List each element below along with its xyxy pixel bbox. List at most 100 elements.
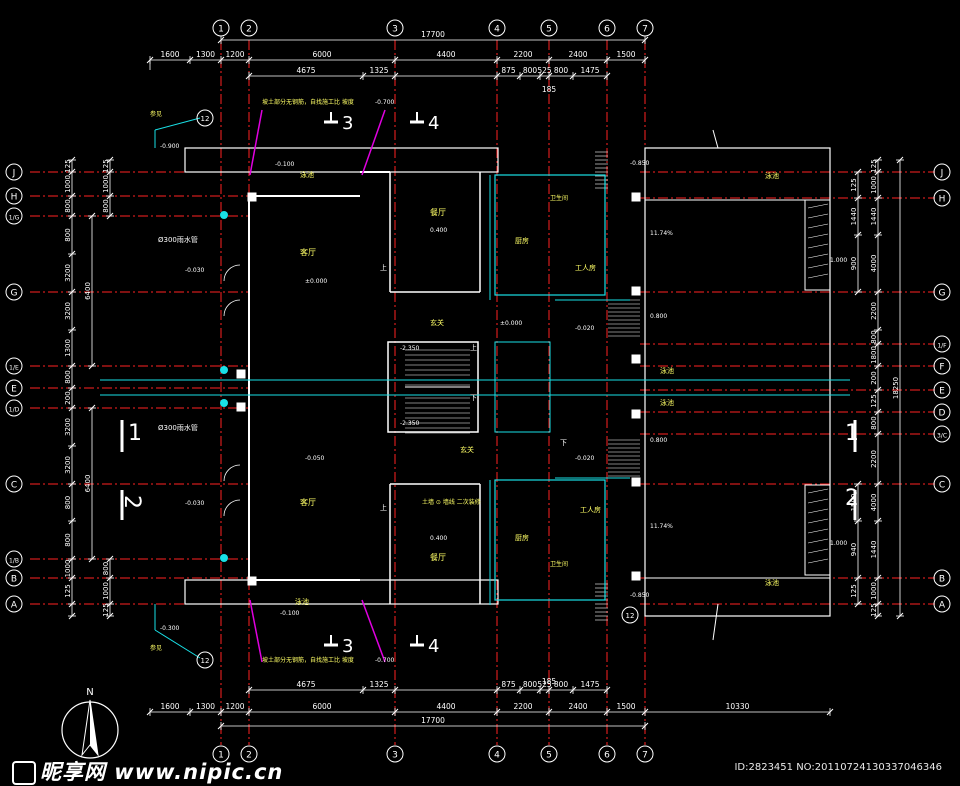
dim-right-inner-bottom-value: 940 xyxy=(850,543,858,556)
watermark-logo-icon xyxy=(12,761,36,785)
level-pool-top: -0.100 xyxy=(275,161,295,168)
row-axis-left-1/D-circle xyxy=(5,399,23,417)
bath-cyan-bottom xyxy=(494,479,606,601)
dim-top-row3-value: 800 xyxy=(554,66,569,75)
room-pool-right-bottom: 泳池 xyxy=(765,578,779,587)
dim-right-outer-slash xyxy=(874,517,882,525)
col-axis-bottom-3-circle xyxy=(386,745,404,763)
row-axis-right-D: D xyxy=(939,409,946,419)
ramp-step xyxy=(807,233,829,239)
level-note-top: -0.700 xyxy=(375,99,395,106)
level-dining-top: 0.400 xyxy=(430,227,447,234)
pool-top-wall xyxy=(184,147,499,173)
column xyxy=(236,402,246,412)
room-pool-right-top: 泳池 xyxy=(765,171,779,180)
dim-right-outer-slash xyxy=(874,326,882,334)
rain-pipe-dot xyxy=(220,554,228,562)
dim-left-outer-slash xyxy=(68,480,76,488)
level-foyer: ±0.000 xyxy=(500,320,522,327)
detail-ref-circle xyxy=(196,651,214,669)
dim-top-row2-value: 1500 xyxy=(616,50,635,59)
dim-left-outer-slash xyxy=(68,600,76,608)
dim-left-inner-top-value: 125 xyxy=(102,159,110,172)
dim-top-row3-slash xyxy=(603,72,611,80)
dim-left-inner-bottom-value: 1000 xyxy=(102,582,110,600)
dim-right-outer-slash xyxy=(874,430,882,438)
dim-right-outer-value: 125 xyxy=(870,394,878,407)
level-pool-bottom: -0.100 xyxy=(280,610,300,617)
section-mark-2-left: 2 xyxy=(119,495,144,509)
dim-right-outer-value: 125 xyxy=(870,603,878,616)
section-mark-3-top: 3 xyxy=(342,113,353,134)
dim-top-row2-value: 2200 xyxy=(513,50,532,59)
dim-left-outer-value: 800 xyxy=(64,370,72,383)
row-axis-right-A-circle xyxy=(933,595,951,613)
dim-left-outer-value: 1300 xyxy=(64,339,72,357)
column xyxy=(631,192,641,202)
dim-left-outer-slash xyxy=(68,442,76,450)
level-dining-bottom: 0.400 xyxy=(430,535,447,542)
dim-bottom-row2-value: 10330 xyxy=(726,702,750,711)
section-mark-4-top: 4 xyxy=(428,113,439,134)
room-foyer-bottom: 玄关 xyxy=(460,445,474,454)
dim-bottom-row2-value: 6000 xyxy=(312,702,331,711)
dim-right-inner-bottom-slash xyxy=(854,600,862,608)
dim-top-row3-value: 800 xyxy=(523,66,538,75)
dim-bottom-row2-slash xyxy=(245,708,253,716)
ramp-step xyxy=(807,213,829,219)
dim-bottom-total-value: 17700 xyxy=(421,716,445,725)
dim-top-row3-slash xyxy=(545,72,553,80)
dim-left-mid-2-slash xyxy=(88,404,96,412)
dim-bottom-row2-value: 4400 xyxy=(436,702,455,711)
dim-right-outer-slash xyxy=(874,574,882,582)
section-mark-1-left: 1 xyxy=(128,421,142,446)
dim-right-outer-value: 800 xyxy=(870,416,878,429)
row-axis-left-C: C xyxy=(11,481,17,491)
col-axis-bottom-4-circle xyxy=(488,745,506,763)
row-axis-left-1/G: 1/G xyxy=(9,215,20,222)
row-axis-left-1/B-circle xyxy=(5,550,23,568)
room-bath-top: 卫生间 xyxy=(550,194,568,202)
row-axis-right-C: C xyxy=(939,481,945,491)
col-axis-bottom-6-circle xyxy=(598,745,616,763)
row-axis-left-A: A xyxy=(11,601,18,611)
dim-left-outer-value: 1000 xyxy=(64,560,72,578)
level-terrace-1: -0.030 xyxy=(185,267,205,274)
dim-right-outer-value: 1800 xyxy=(870,346,878,364)
col-axis-top-2-circle xyxy=(240,19,258,37)
dim-top-row2-value: 4400 xyxy=(436,50,455,59)
room-pool-bottom: 泳池 xyxy=(295,597,309,606)
axis-bubbles: 11223344556677JH1/GG1/EE1/DC1/BBAJHG1/FF… xyxy=(5,19,951,763)
dim-left-inner-bottom-slash xyxy=(106,612,114,620)
dim-right-outer-value: 1440 xyxy=(870,541,878,559)
magenta-slope xyxy=(361,599,386,663)
dim-left-inner-bottom-slash xyxy=(106,555,114,563)
row-axis-left-1/D: 1/D xyxy=(9,407,20,414)
dim-bottom-row1-slash xyxy=(493,686,501,694)
ramp-step xyxy=(807,538,829,544)
row-axis-left-B-circle xyxy=(5,569,23,587)
dim-right-outer-slash xyxy=(874,340,882,348)
row-axis-right-G-circle xyxy=(933,283,951,301)
col-axis-bottom-7: 7 xyxy=(642,751,648,761)
dim-bottom-row1-value: 4675 xyxy=(296,680,315,689)
dim-left-inner-top-slash xyxy=(106,192,114,200)
dim-top-row2-slash xyxy=(493,56,501,64)
room-foyer-top: 玄关 xyxy=(430,318,444,327)
room-dining-top: 餐厅 xyxy=(430,208,446,217)
dim-left-inner-bottom-value: 800 xyxy=(102,562,110,575)
dim-right-outer-value: 200 xyxy=(870,371,878,384)
dim-left-outer-slash xyxy=(68,517,76,525)
label-down-2: 下 xyxy=(470,394,477,402)
level-see-top: -0.900 xyxy=(160,143,180,150)
dim-top-row2-value: 1300 xyxy=(196,50,215,59)
rain-pipe-dot xyxy=(220,211,228,219)
level-see-bottom: -0.300 xyxy=(160,625,180,632)
dim-top-row2-slash xyxy=(603,56,611,64)
dim-bottom-row2-slash xyxy=(826,708,834,716)
dim-top-row3-slash xyxy=(359,72,367,80)
dim-bottom-row2-slash xyxy=(186,708,194,716)
column xyxy=(631,477,641,487)
door-arc xyxy=(223,464,241,482)
